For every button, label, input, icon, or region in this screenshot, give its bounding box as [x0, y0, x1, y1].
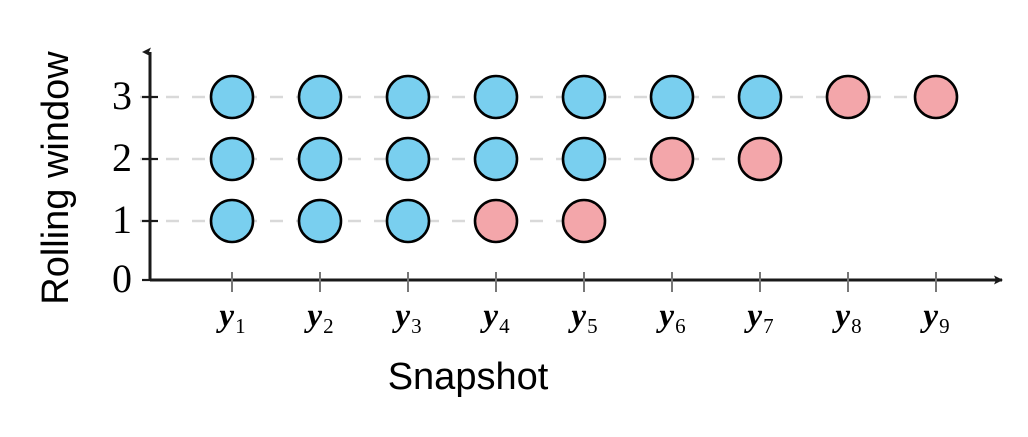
y-axis-title: Rolling window [35, 51, 77, 305]
x-tick-symbol: y [835, 298, 851, 334]
y-tick-label-1: 1 [112, 197, 132, 242]
x-tick-label-y3: y3 [364, 298, 452, 337]
x-tick-subscript: 5 [587, 314, 598, 338]
data-point-blue-w2-y3 [385, 136, 431, 182]
x-tick-subscript: 7 [763, 314, 774, 338]
data-point-pink-w3-y9 [913, 74, 959, 120]
x-tick-label-y7: y7 [716, 298, 804, 337]
data-point-markers [209, 74, 959, 244]
x-tick-subscript: 1 [235, 314, 246, 338]
data-point-blue-w3-y7 [737, 74, 783, 120]
data-point-blue-w3-y6 [649, 74, 695, 120]
x-tick-symbol: y [307, 298, 323, 334]
x-tick-subscript: 2 [323, 314, 334, 338]
y-tick-label-3: 3 [112, 73, 132, 118]
x-tick-subscript: 6 [675, 314, 686, 338]
x-tick-label-y8: y8 [804, 298, 892, 337]
x-tick-symbol: y [747, 298, 763, 334]
x-tick-symbol: y [659, 298, 675, 334]
data-point-pink-w2-y6 [649, 136, 695, 182]
x-tick-symbol: y [483, 298, 499, 334]
x-tick-label-y1: y1 [188, 298, 276, 337]
data-point-pink-w2-y7 [737, 136, 783, 182]
x-tick-label-y6: y6 [628, 298, 716, 337]
data-point-blue-w2-y2 [297, 136, 343, 182]
data-point-blue-w3-y3 [385, 74, 431, 120]
data-point-blue-w1-y2 [297, 198, 343, 244]
data-point-pink-w3-y8 [825, 74, 871, 120]
x-tick-subscript: 3 [411, 314, 422, 338]
x-tick-symbol: y [219, 298, 235, 334]
data-point-blue-w3-y2 [297, 74, 343, 120]
x-tick-subscript: 9 [939, 314, 950, 338]
axis-lines [142, 47, 1003, 285]
x-tick-subscript: 4 [499, 314, 510, 338]
data-point-blue-w3-y1 [209, 74, 255, 120]
x-tick-subscript: 8 [851, 314, 862, 338]
data-point-blue-w2-y4 [473, 136, 519, 182]
x-tick-label-y4: y4 [452, 298, 540, 337]
data-point-pink-w1-y5 [561, 198, 607, 244]
y-tick-label-0: 0 [112, 256, 132, 301]
y-axis-ticks [142, 95, 158, 282]
data-point-blue-w3-y5 [561, 74, 607, 120]
y-tick-label-2: 2 [112, 135, 132, 180]
data-point-blue-w2-y5 [561, 136, 607, 182]
data-point-blue-w1-y3 [385, 198, 431, 244]
data-point-blue-w1-y1 [209, 198, 255, 244]
x-tick-symbol: y [571, 298, 587, 334]
data-point-blue-w3-y4 [473, 74, 519, 120]
x-tick-label-y9: y9 [892, 298, 980, 337]
data-point-pink-w1-y4 [473, 198, 519, 244]
data-point-blue-w2-y1 [209, 136, 255, 182]
grid-dashed-lines [140, 95, 935, 223]
x-tick-symbol: y [395, 298, 411, 334]
x-axis-title: Snapshot [387, 356, 549, 398]
x-axis-ticks [231, 272, 937, 292]
x-tick-label-y2: y2 [276, 298, 364, 337]
x-tick-symbol: y [923, 298, 939, 334]
x-tick-label-y5: y5 [540, 298, 628, 337]
